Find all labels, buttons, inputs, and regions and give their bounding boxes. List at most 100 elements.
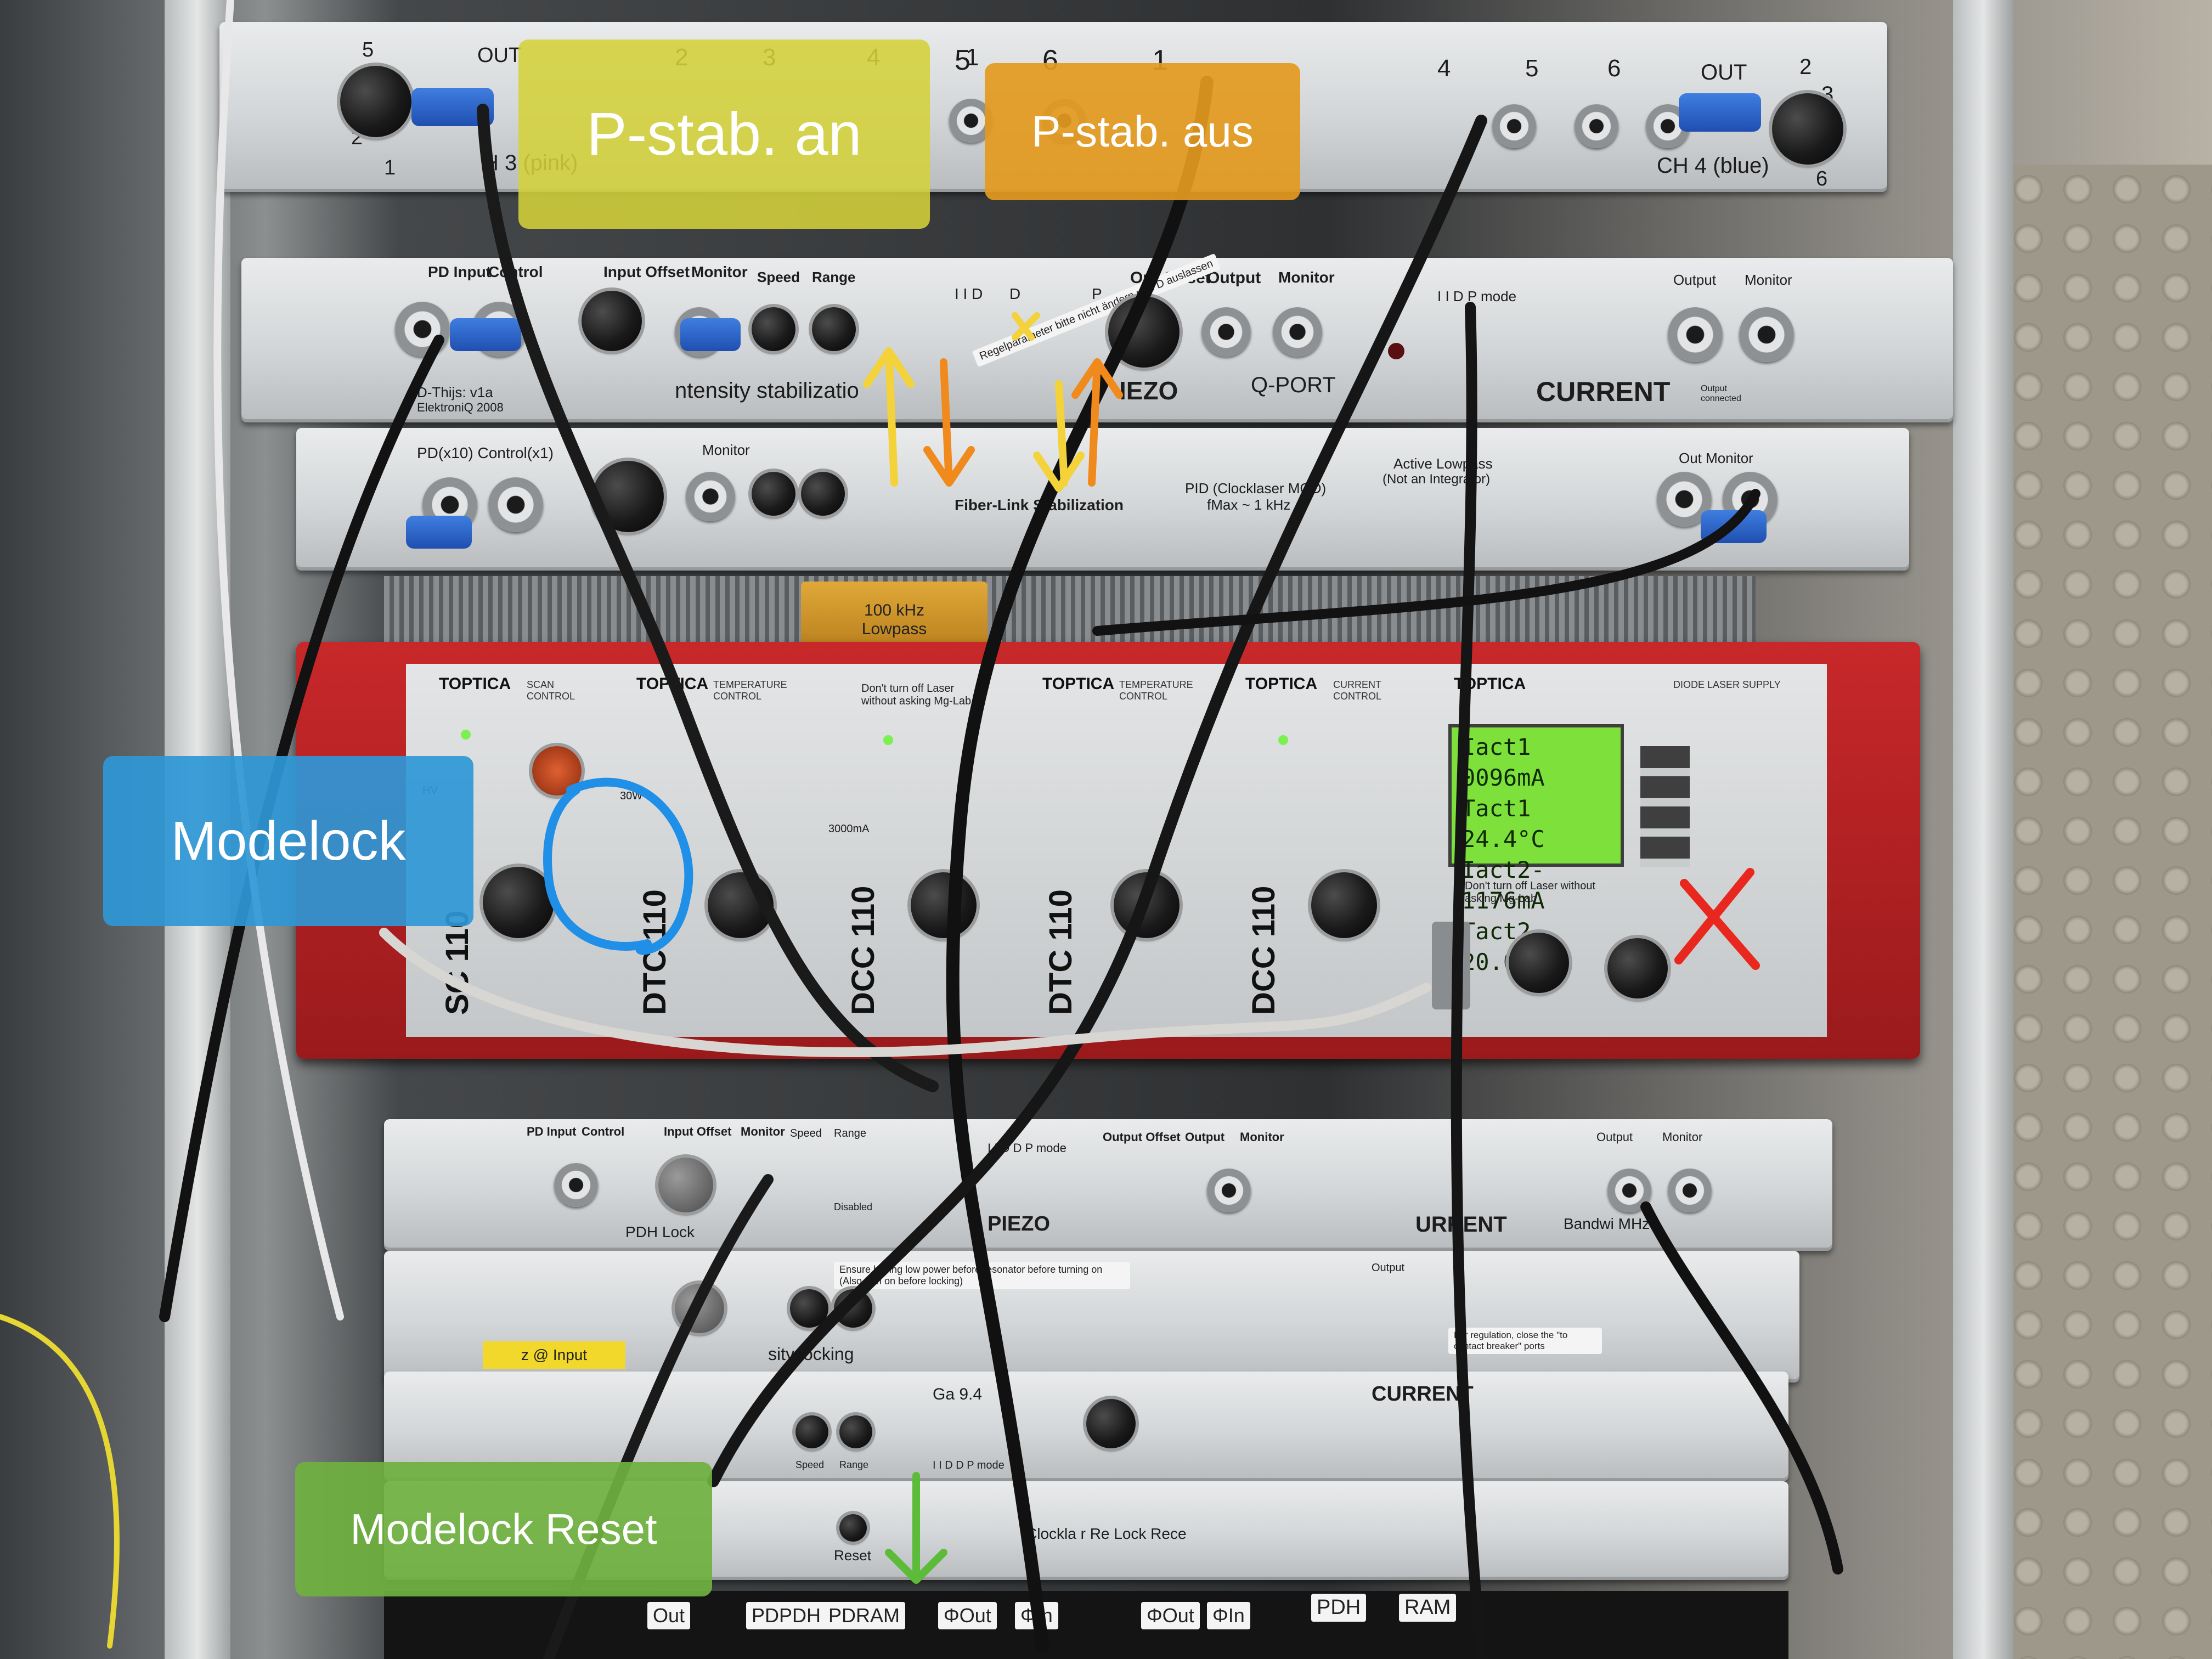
status-lcd: Iact1 0096mA Tact1 24.4°C Iact2-1176mA T… xyxy=(1448,724,1624,975)
speed-knob[interactable] xyxy=(790,1289,828,1328)
iid-label: I I D xyxy=(955,285,983,302)
ch4-label: CH 4 (blue) xyxy=(1657,154,1769,178)
scan-offset-knob[interactable] xyxy=(483,867,554,938)
monitor-label: Monitor xyxy=(702,442,750,458)
current-label: CURRENT xyxy=(1372,1383,1474,1406)
iidp-label: I I D D P mode xyxy=(933,1459,1005,1471)
module-sub: TEMPERATURE CONTROL xyxy=(1119,679,1193,702)
blue-cable-plug[interactable] xyxy=(450,318,521,351)
fmax-label: fMax ~ 1 kHz xyxy=(1207,496,1291,513)
orange-up-arrow xyxy=(1071,358,1123,487)
pdh-lock-label: PDH Lock xyxy=(625,1223,695,1240)
pd-input-label: PD Input xyxy=(527,1125,577,1138)
port-label: PDH xyxy=(1311,1594,1367,1622)
serial-port[interactable] xyxy=(1432,922,1470,1009)
yellow-up-arrow xyxy=(863,347,915,487)
blue-cable-plug[interactable] xyxy=(680,318,741,351)
input-offset-knob[interactable] xyxy=(658,1158,713,1212)
module-sub: CURRENT CONTROL xyxy=(1333,679,1382,702)
panel-number: 1 xyxy=(966,44,979,71)
lowpass-line2: Lowpass xyxy=(861,620,927,638)
bnc-connector[interactable] xyxy=(1575,104,1618,148)
port-label: RAM xyxy=(1399,1594,1457,1622)
blue-cable-plug[interactable] xyxy=(1679,93,1761,132)
panel-number: 4 xyxy=(1437,55,1451,82)
range-label: Range xyxy=(834,1127,866,1139)
lcd-line: Iact1 0096mA xyxy=(1462,733,1545,791)
cover-knob[interactable] xyxy=(1086,1399,1136,1448)
toptica-logo: TOPTICA xyxy=(1042,675,1115,693)
red-cross-mark xyxy=(1674,868,1760,970)
monitor-bnc[interactable] xyxy=(686,472,735,521)
panel-number: OUT xyxy=(477,44,522,67)
modelock-circle-mark xyxy=(543,777,693,955)
black-cable xyxy=(707,115,1487,1487)
control-label: Control xyxy=(582,1125,625,1138)
speed-knob[interactable] xyxy=(795,1415,828,1448)
pd-input-bnc[interactable] xyxy=(554,1163,598,1207)
lcd-line: Iact2-1176mA xyxy=(1462,856,1545,914)
gain-label: Ga 9.4 xyxy=(933,1385,983,1403)
output-offset-label: Output Offset xyxy=(1103,1130,1181,1144)
control-bnc[interactable] xyxy=(488,477,543,532)
toptica-logo: TOPTICA xyxy=(439,675,511,693)
bnc-connector[interactable] xyxy=(1492,104,1536,148)
yellow-fiber-cable xyxy=(0,1314,120,1649)
laser-warning-note: Don't turn off Laser without asking Mg-L… xyxy=(861,682,972,707)
modelock-text: Modelock xyxy=(171,810,406,872)
pdh-lock-unit: PD Input Control Input Offset Monitor Sp… xyxy=(384,1119,1832,1251)
indicator-led xyxy=(1388,343,1404,359)
panel-number: 6 xyxy=(1607,55,1621,82)
input-frequency-tag: z @ Input xyxy=(483,1341,625,1369)
ch3-selector-knob[interactable] xyxy=(340,66,411,137)
bottom-label-strip: Out PDPDH PDRAM ΦOut ΦIn ΦOut ΦIn PDH RA… xyxy=(384,1591,1788,1659)
input-offset-knob[interactable] xyxy=(582,291,642,351)
disabled-label: Disabled xyxy=(834,1201,873,1212)
ch4-selector-knob[interactable] xyxy=(1772,93,1843,165)
pd-input-label: PD Input xyxy=(428,263,492,280)
laser-warning-note: Don't turn off Laser without asking Mg-L… xyxy=(1465,880,1596,905)
monitor-label: Monitor xyxy=(741,1125,785,1138)
current-max-label: 3000mA xyxy=(828,823,870,835)
black-cable xyxy=(1451,302,1487,1659)
port-label: ΦOut xyxy=(938,1602,997,1629)
current-knob[interactable] xyxy=(1311,872,1377,938)
blue-cable-plug[interactable] xyxy=(406,516,472,549)
power-led xyxy=(883,735,893,745)
piezo-label: IEZO xyxy=(1119,376,1178,405)
monitor-label: Monitor xyxy=(691,263,748,280)
output-bnc[interactable] xyxy=(1668,307,1723,362)
range-knob[interactable] xyxy=(812,307,856,351)
current-knob[interactable] xyxy=(911,872,977,938)
speed-knob[interactable] xyxy=(752,307,795,351)
range-knob[interactable] xyxy=(801,472,845,516)
monitor-bnc[interactable] xyxy=(1668,1169,1712,1212)
key-switch[interactable] xyxy=(1509,933,1569,993)
monitor-bnc[interactable] xyxy=(1273,307,1322,357)
output-bnc[interactable] xyxy=(1207,1169,1251,1212)
module-sub: TEMPERATURE CONTROL xyxy=(713,679,787,702)
orange-down-arrow xyxy=(923,358,975,487)
reset-button[interactable] xyxy=(839,1514,867,1542)
diode-laser-supply-module: TOPTICA DIODE LASER SUPPLY Iact1 0096mA … xyxy=(1410,664,1827,1037)
output-bnc[interactable] xyxy=(1201,307,1251,357)
main-power-switch[interactable] xyxy=(1607,938,1668,998)
panel-number: 5 xyxy=(1525,55,1539,82)
acoustic-foam-wall xyxy=(2004,165,2212,1659)
brand-label: D-Thijs: v1a xyxy=(417,384,493,400)
piezo-label: PIEZO xyxy=(988,1212,1051,1235)
panel-number: 2 xyxy=(1799,55,1812,79)
range-label: Range xyxy=(839,1459,869,1470)
range-knob[interactable] xyxy=(839,1415,872,1448)
bandwidth-label: Bandwi MHz xyxy=(1564,1215,1650,1232)
toptica-logo: TOPTICA xyxy=(1245,675,1318,693)
monitor-bnc[interactable] xyxy=(1739,307,1794,362)
status-indicators xyxy=(1640,746,1690,867)
speed-knob[interactable] xyxy=(752,472,795,516)
output-label: Output xyxy=(1673,272,1717,288)
panel-number: OUT xyxy=(1701,60,1747,84)
regulation-note: For regulation, close the "to contact br… xyxy=(1448,1328,1602,1354)
p-stab-aus-text: P-stab. aus xyxy=(1031,107,1254,156)
range-label: Range xyxy=(812,269,856,285)
pd-control-label: PD(x10) Control(x1) xyxy=(417,444,554,461)
